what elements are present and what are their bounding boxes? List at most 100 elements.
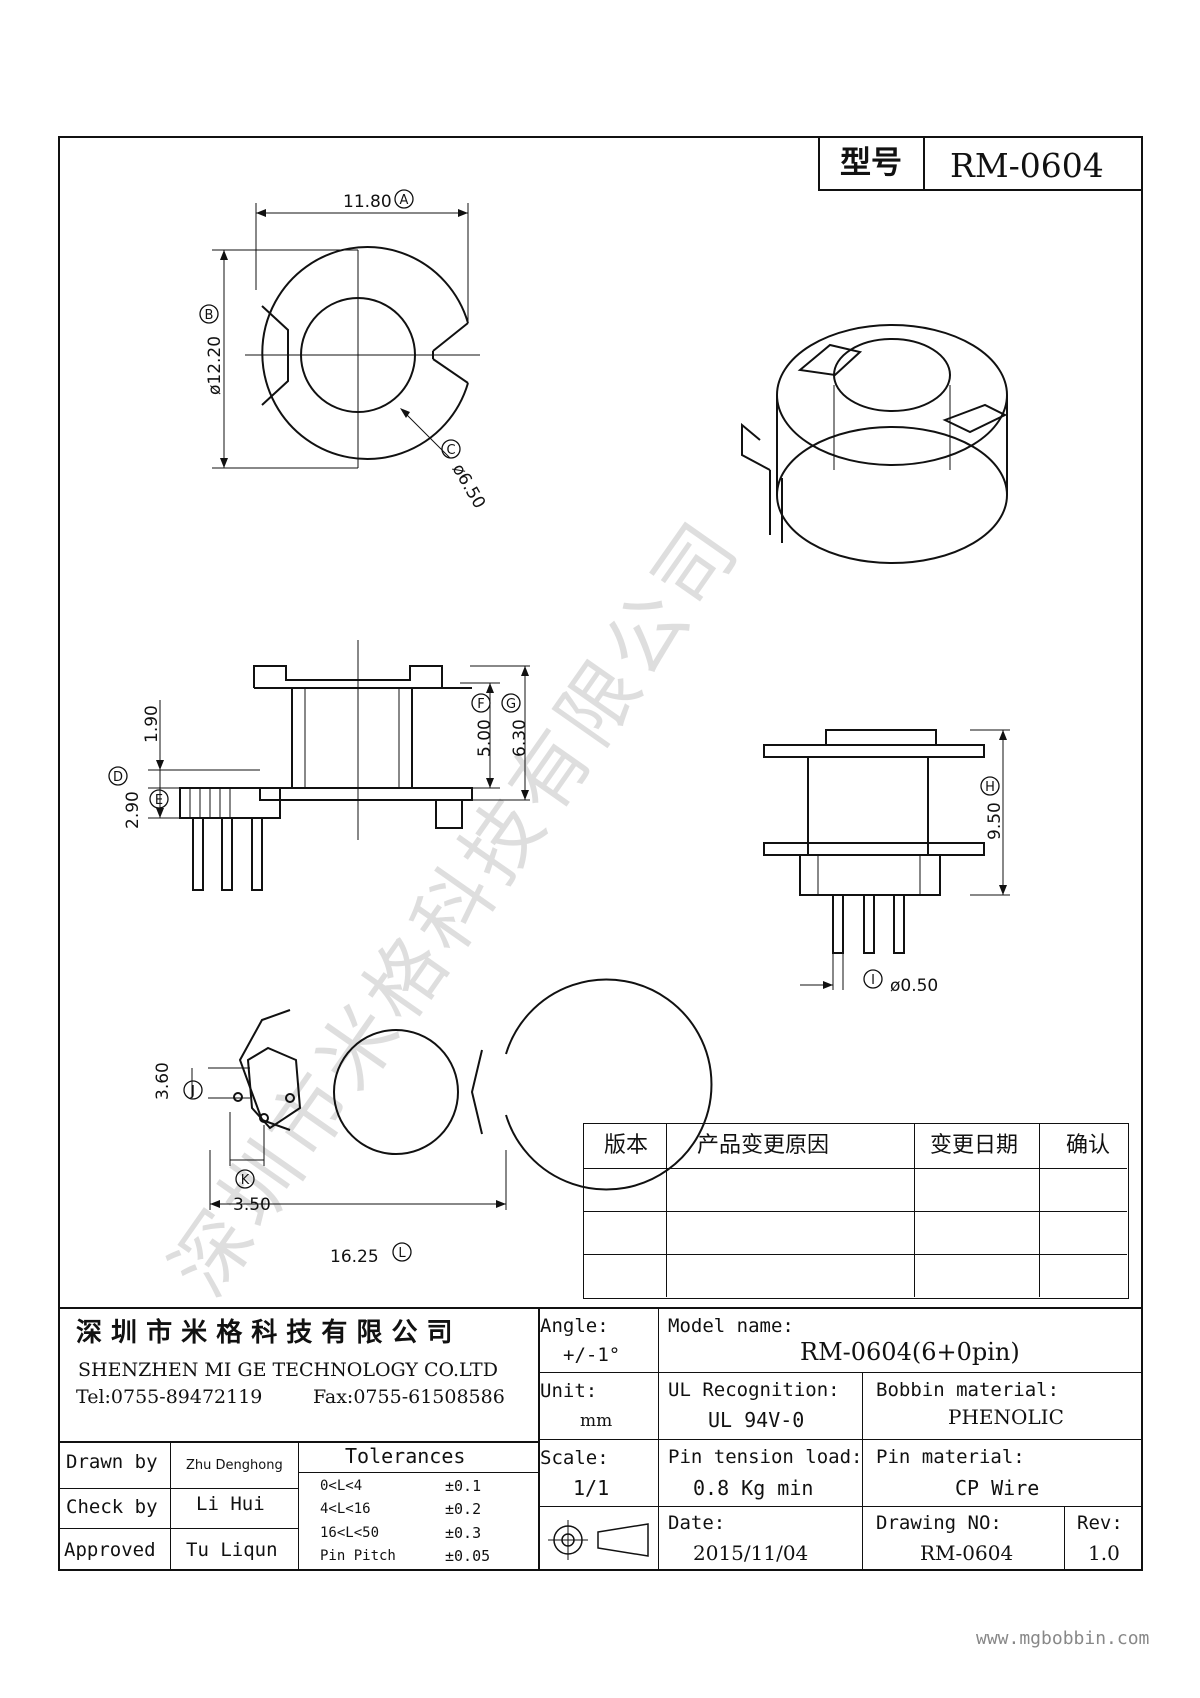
- bobbin-value: PHENOLIC: [948, 1405, 1064, 1429]
- technical-drawings: 11.80 ø12.20 ø6.50 1.90 2.90 5.00 6.30 9…: [108, 189, 1010, 1267]
- model-box-value: RM-0604: [950, 146, 1104, 185]
- rev-col-divider-1: [666, 1124, 667, 1297]
- unit-value: mm: [580, 1411, 613, 1431]
- rev-label: Rev:: [1077, 1512, 1123, 1534]
- rev-header-confirm: 确认: [1066, 1133, 1111, 1158]
- callout-e: E: [155, 793, 163, 808]
- title-block-check-line: [58, 1528, 298, 1529]
- pin-material-label: Pin material:: [876, 1446, 1025, 1468]
- dim-c: ø6.50: [448, 461, 489, 513]
- callout-l: L: [398, 1246, 406, 1261]
- approved-value: Tu Liqun: [186, 1539, 278, 1561]
- title-block-tol-col: [298, 1441, 299, 1571]
- tolerance-range-3: 16<L<50: [320, 1525, 380, 1541]
- revision-table: 版本 产品变更原因 变更日期 确认: [583, 1123, 1129, 1299]
- projection-symbol-icon: [548, 1520, 649, 1560]
- callout-j: J: [190, 1084, 195, 1099]
- pin-tension-value: 0.8 Kg min: [693, 1476, 814, 1500]
- callout-d: D: [113, 770, 123, 785]
- angle-value: +/-1°: [563, 1344, 621, 1366]
- check-by-label: Check by: [66, 1496, 158, 1518]
- date-value: 2015/11/04: [693, 1541, 809, 1565]
- dim-f: 5.00: [475, 719, 495, 757]
- tolerance-value-1: ±0.1: [445, 1477, 482, 1495]
- dim-b: ø12.20: [205, 336, 225, 395]
- tolerance-range-2: 4<L<16: [320, 1501, 371, 1517]
- title-block-names-col: [170, 1441, 171, 1571]
- dim-j: 3.60: [153, 1062, 173, 1100]
- company-fax: Fax:0755-61508586: [313, 1386, 505, 1408]
- title-block-col-rev: [1064, 1506, 1065, 1571]
- drawn-by-value: Zhu Denghong: [186, 1458, 283, 1473]
- tolerance-range-4: Pin Pitch: [320, 1548, 396, 1564]
- rev-col-divider-3: [1039, 1124, 1040, 1297]
- angle-label: Angle:: [540, 1315, 609, 1337]
- rev-header-reason: 产品变更原因: [697, 1133, 830, 1158]
- drawing-frame: [58, 136, 1143, 1571]
- pin-tension-label: Pin tension load:: [668, 1446, 863, 1468]
- ul-value: UL 94V-0: [708, 1408, 805, 1432]
- drawing-no-value: RM-0604: [920, 1541, 1014, 1565]
- dim-l: 16.25: [330, 1247, 379, 1267]
- dim-h: 9.50: [985, 802, 1005, 840]
- callout-c: C: [446, 443, 455, 458]
- drawing-no-label: Drawing NO:: [876, 1512, 1002, 1534]
- rev-header-version: 版本: [604, 1133, 649, 1158]
- scale-label: Scale:: [540, 1447, 609, 1469]
- rev-col-divider-2: [914, 1124, 915, 1297]
- title-block-top-line: [58, 1307, 1143, 1309]
- rev-value: 1.0: [1088, 1541, 1120, 1565]
- model-name-label: Model name:: [668, 1315, 794, 1337]
- isometric-view: [741, 324, 1008, 564]
- approved-label: Approved: [64, 1539, 156, 1561]
- company-name-cn: 深 圳 市 米 格 科 技 有 限 公 司: [76, 1318, 453, 1348]
- drawn-by-label: Drawn by: [66, 1451, 158, 1473]
- tolerance-value-3: ±0.3: [445, 1524, 482, 1542]
- callout-b: B: [205, 308, 214, 323]
- tolerance-value-2: ±0.2: [445, 1500, 482, 1518]
- unit-label: Unit:: [540, 1380, 598, 1402]
- date-label: Date:: [668, 1512, 726, 1534]
- scale-value: 1/1: [573, 1476, 610, 1500]
- ul-label: UL Recognition:: [668, 1379, 840, 1401]
- bobbin-label: Bobbin material:: [876, 1379, 1060, 1401]
- callout-f: F: [477, 697, 484, 712]
- callout-h: H: [985, 780, 995, 795]
- rev-row-divider-3: [584, 1254, 1127, 1255]
- title-block-row-3: [538, 1506, 1143, 1507]
- title-block-col-3: [862, 1372, 863, 1571]
- model-box: 型号 RM-0604: [818, 136, 1143, 191]
- check-by-value: Li Hui: [196, 1493, 265, 1515]
- dim-d: 1.90: [142, 705, 162, 743]
- callout-k: K: [241, 1173, 250, 1188]
- dim-k: 3.50: [233, 1195, 271, 1215]
- title-block-tolerance-line: [298, 1472, 538, 1473]
- side-view: [148, 640, 530, 891]
- top-view: [212, 203, 480, 469]
- tolerances-title: Tolerances: [345, 1444, 466, 1468]
- dim-i: ø0.50: [890, 976, 938, 996]
- pin-material-value: CP Wire: [955, 1476, 1040, 1500]
- callout-i: I: [871, 973, 875, 988]
- title-block-row-1: [538, 1372, 1143, 1373]
- company-tel: Tel:0755-89472119: [76, 1386, 263, 1408]
- tolerance-value-4: ±0.05: [445, 1547, 491, 1565]
- title-block-row-2: [538, 1439, 1143, 1440]
- dim-e: 2.90: [123, 791, 143, 829]
- bottom-view: [191, 978, 713, 1210]
- dim-g: 6.30: [510, 719, 530, 757]
- company-name-en: SHENZHEN MI GE TECHNOLOGY CO.LTD: [78, 1359, 498, 1381]
- website-link[interactable]: www.mgbobbin.com: [976, 1628, 1150, 1649]
- callout-a: A: [400, 193, 409, 208]
- tolerance-range-1: 0<L<4: [320, 1478, 363, 1494]
- rev-row-divider-2: [584, 1211, 1127, 1212]
- model-box-divider: [923, 138, 925, 189]
- dim-a: 11.80: [343, 192, 392, 212]
- callout-g: G: [506, 697, 516, 712]
- model-name-value: RM-0604(6+0pin): [800, 1338, 1020, 1366]
- front-view: [763, 729, 1010, 990]
- title-block-drawn-line: [58, 1488, 298, 1489]
- model-box-label: 型号: [840, 145, 902, 181]
- rev-header-date: 变更日期: [930, 1133, 1019, 1158]
- rev-row-divider-1: [584, 1168, 1127, 1169]
